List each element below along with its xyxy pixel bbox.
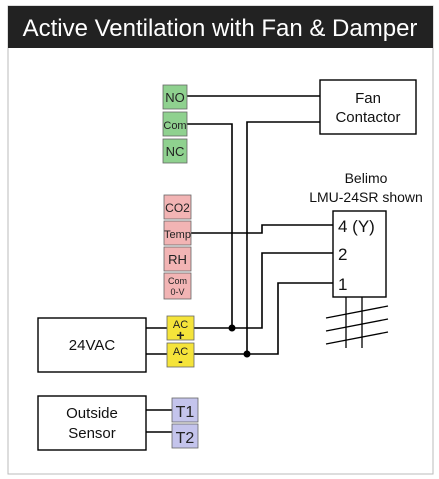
terminal-nc-label: NC — [166, 144, 185, 159]
terminal-nc — [162, 138, 188, 164]
wire-com-to-ac-pos — [187, 123, 233, 328]
terminal-ac-pos-sign: + — [176, 327, 184, 343]
terminal-ac-neg-sign: - — [178, 353, 183, 369]
terminal-ac-neg-label: AC — [173, 346, 188, 358]
power-supply-label: 24VAC — [69, 337, 116, 354]
wire-temp-to-pin4 — [191, 224, 333, 234]
terminal-co2 — [163, 194, 192, 220]
relay-terminal-block: NO Com NC — [162, 84, 188, 164]
terminal-t2 — [171, 423, 199, 449]
terminal-0v-label: 0-V — [170, 287, 184, 297]
terminal-rh-label: RH — [168, 252, 187, 267]
actuator-pin-4y: 4 (Y) — [338, 217, 375, 236]
terminal-t2-label: T2 — [176, 430, 195, 447]
terminal-temp — [163, 220, 192, 246]
terminal-com-label: Com — [163, 120, 186, 132]
junction-dot-ac-neg — [243, 350, 251, 358]
terminal-temp-label: Temp — [164, 229, 191, 241]
outside-sensor-line1: Outside — [66, 405, 118, 422]
outside-sensor-box — [37, 395, 147, 451]
terminal-com-sensor-label: Com — [168, 276, 187, 286]
actuator-pin-1: 1 — [338, 275, 347, 294]
title-bar — [8, 6, 433, 48]
fan-contactor-box — [319, 79, 417, 135]
terminal-co2-label: CO2 — [165, 201, 190, 215]
wire-ac-neg-to-pin1 — [194, 282, 333, 355]
wire-contactor-to-ac-neg — [246, 121, 320, 354]
actuator-caption-line1: Belimo — [345, 170, 388, 186]
terminal-no — [162, 84, 188, 110]
terminal-ac-neg — [166, 342, 195, 368]
terminal-com — [162, 111, 188, 137]
fan-contactor-line1: Fan — [355, 90, 381, 107]
terminal-ac-pos — [166, 315, 195, 341]
terminal-t1-label: T1 — [176, 404, 195, 421]
outside-sensor: Outside Sensor — [37, 395, 147, 451]
terminal-t1 — [171, 397, 199, 423]
fan-contactor-line2: Contactor — [335, 109, 400, 126]
fan-contactor: Fan Contactor — [319, 79, 417, 135]
outside-sensor-line2: Sensor — [68, 425, 116, 442]
diagram-title: Active Ventilation with Fan & Damper — [23, 15, 418, 42]
power-supply: 24VAC — [37, 317, 147, 373]
damper-symbol — [325, 297, 389, 348]
actuator-box — [332, 210, 387, 298]
terminal-ac-pos-label: AC — [173, 319, 188, 331]
actuator: Belimo LMU-24SR shown 4 (Y) 2 1 — [309, 170, 423, 348]
terminal-no-label: NO — [165, 90, 185, 105]
power-terminal-block: AC + AC - — [166, 315, 195, 369]
terminal-com-0v — [163, 272, 192, 300]
power-supply-box — [37, 317, 147, 373]
sensor-terminal-block: CO2 Temp RH Com 0-V — [163, 194, 192, 300]
terminal-rh — [163, 246, 192, 272]
wire-ac-pos-to-pin2 — [194, 252, 333, 329]
junction-dot-ac-pos — [228, 324, 236, 332]
actuator-pin-2: 2 — [338, 245, 347, 264]
wires — [146, 95, 333, 433]
actuator-caption-line2: LMU-24SR shown — [309, 189, 423, 205]
input-terminal-block: T1 T2 — [171, 397, 199, 449]
